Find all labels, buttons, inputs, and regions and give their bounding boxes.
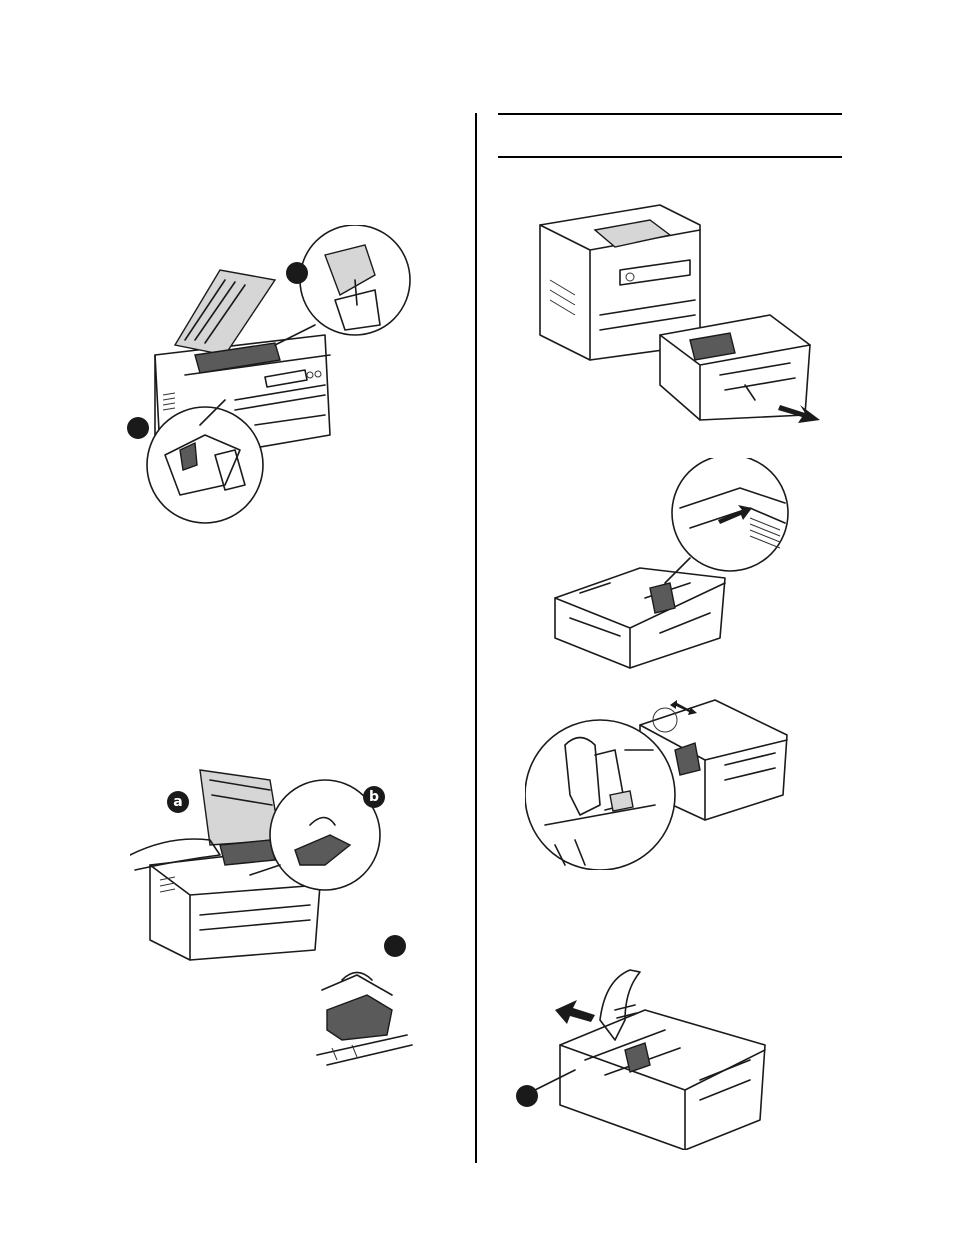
callout-fig1-left bbox=[127, 417, 149, 439]
callout-fig2-b: b bbox=[363, 786, 385, 808]
callout-fig2-c bbox=[384, 935, 406, 957]
header-rule-bottom bbox=[498, 156, 842, 158]
illustration-tray-remove bbox=[530, 195, 830, 425]
callout-fig2-a: a bbox=[167, 791, 189, 813]
illustration-toner-lock bbox=[130, 755, 390, 965]
illustration-tray-guide bbox=[550, 458, 790, 670]
illustration-rear-guide bbox=[515, 960, 775, 1150]
callout-fig6-left bbox=[516, 1085, 538, 1107]
callout-fig1-top bbox=[286, 262, 308, 284]
illustration-guide-adjust bbox=[525, 695, 795, 870]
illustration-toner-install bbox=[125, 225, 425, 525]
header-rule-top bbox=[498, 113, 842, 115]
column-divider bbox=[475, 113, 477, 1163]
illustration-lever-detail bbox=[312, 960, 417, 1075]
